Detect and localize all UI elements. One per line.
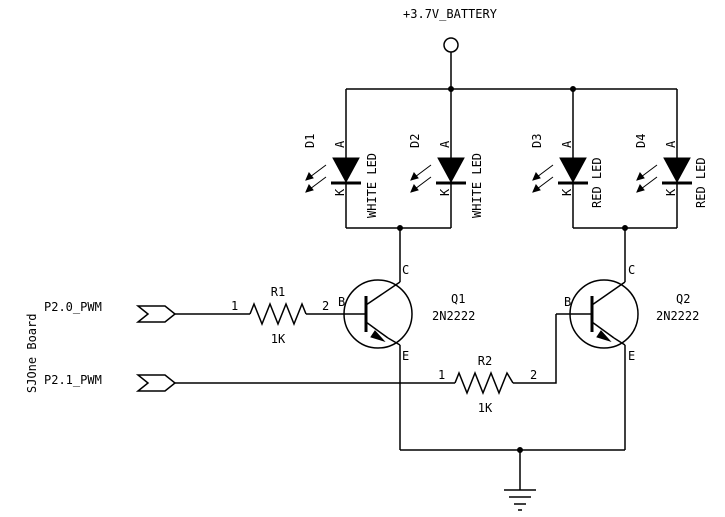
light-emission-icon	[636, 164, 658, 193]
battery-terminal	[443, 37, 459, 53]
transistor-q1: C B E Q1 2N2222	[337, 228, 475, 450]
emitter-pin-label: E	[402, 349, 409, 363]
resistor-ref: R1	[271, 285, 285, 299]
transistor-ref: Q2	[676, 292, 690, 306]
light-emission-icon	[410, 164, 432, 193]
led-type-label: WHITE LED	[365, 153, 379, 218]
light-emission-icon	[532, 164, 554, 193]
led-d2: D2 A K WHITE LED	[408, 89, 484, 228]
led-anode-label: A	[560, 140, 574, 148]
ground-icon	[504, 450, 536, 511]
resistor-value: 1K	[478, 401, 493, 415]
port-label: P2.0_PWM	[44, 300, 102, 314]
led-type-label: RED LED	[694, 157, 708, 208]
port-connector	[135, 305, 177, 323]
resistor-pin2: 2	[530, 368, 537, 382]
resistor-pin2: 2	[322, 299, 329, 313]
led-type-label: RED LED	[590, 157, 604, 208]
base-pin-label: B	[338, 295, 345, 309]
emitter-pin-label: E	[628, 349, 635, 363]
port-p2-1: P2.1_PWM	[44, 373, 455, 392]
port-connector	[135, 374, 177, 392]
led-d4: D4 A K RED LED	[634, 89, 708, 228]
led-anode-label: A	[438, 140, 452, 148]
led-anode-label: A	[333, 140, 347, 148]
collector-pin-label: C	[402, 263, 409, 277]
transistor-part: 2N2222	[432, 309, 475, 323]
led-d1: D1 A K WHITE LED	[303, 89, 379, 228]
led-ref: D3	[530, 134, 544, 148]
led-anode-label: A	[664, 140, 678, 148]
resistor-ref: R2	[478, 354, 492, 368]
port-label: P2.1_PWM	[44, 373, 102, 387]
board-label: SJOne Board	[25, 314, 39, 393]
light-emission-icon	[305, 164, 327, 193]
resistor-r1: R1 1K 1 2	[231, 285, 337, 346]
led-cathode-label: K	[333, 188, 347, 196]
collector-pin-label: C	[628, 263, 635, 277]
transistor-part: 2N2222	[656, 309, 699, 323]
transistor-q2: C B E Q2 2N2222	[556, 228, 699, 450]
led-cathode-label: K	[438, 188, 452, 196]
port-p2-0: P2.0_PWM	[44, 300, 250, 323]
transistor-ref: Q1	[451, 292, 465, 306]
led-type-label: WHITE LED	[470, 153, 484, 218]
led-cathode-label: K	[560, 188, 574, 196]
led-cathode-label: K	[664, 188, 678, 196]
led-ref: D1	[303, 134, 317, 148]
resistor-value: 1K	[271, 332, 286, 346]
led-ref: D2	[408, 134, 422, 148]
battery-label: +3.7V_BATTERY	[403, 7, 498, 21]
resistor-pin1: 1	[438, 368, 445, 382]
led-d3: D3 A K RED LED	[530, 89, 604, 228]
led-ref: D4	[634, 134, 648, 148]
resistor-pin1: 1	[231, 299, 238, 313]
resistor-r2: R2 1K 1 2	[438, 314, 557, 415]
base-pin-label: B	[564, 295, 571, 309]
